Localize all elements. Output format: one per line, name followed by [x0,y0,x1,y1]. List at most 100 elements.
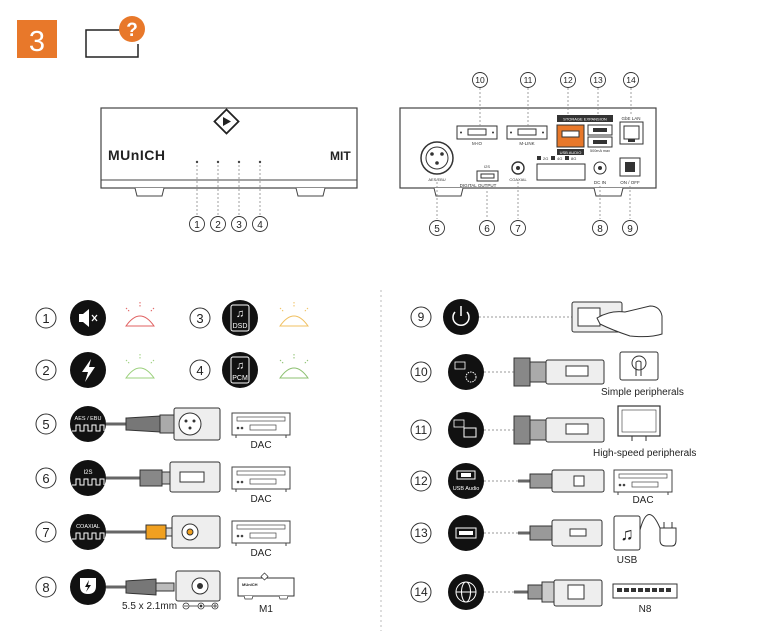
coaxial-tag: COAXIAL [76,524,100,530]
top-callout-14: 14 [626,75,636,85]
power-bolt-icon [70,352,106,388]
help-mark: ? [126,20,138,41]
high-speed-peripherals-label: High-speed peripherals [593,448,696,459]
storage-2g: 2G [543,156,548,161]
front-callout-3: 3 [236,220,242,231]
item-number-11: 11 [415,423,428,437]
item-number-1: 1 [42,311,49,326]
help-icon: ? [85,16,145,58]
led-pcm-green-icon [279,354,309,379]
svg-text:♫: ♫ [620,524,634,544]
aes-ebu-label: AES/EBU [428,177,445,182]
plug-size-label: 5.5 x 2.1mm [122,601,177,612]
item-number-6: 6 [42,471,49,486]
item-number-9: 9 [418,310,425,324]
usb-label-13: USB [617,555,638,566]
mute-icon [70,300,106,336]
on-off-label: ON / OFF [620,180,640,185]
xlr-cable-icon [106,407,221,441]
usb-port-icon [448,515,484,551]
svg-text:♫: ♫ [236,308,244,320]
top-callout-12: 12 [563,75,573,85]
dac-label-5: DAC [250,440,271,451]
led-amber-icon [279,302,309,327]
bottom-callout-9: 9 [627,224,633,235]
m1-label: M1 [259,604,273,615]
i2s-icon: I2S [70,460,106,496]
dac-label-12: DAC [632,495,653,506]
power-plug-icon [70,569,106,605]
dsd-note-icon: ♫ DSD [222,300,258,336]
device-back-view: AES/EBU M-IO M-LINK STORAGE EXPANSION US… [399,72,657,236]
step-number: 3 [29,26,45,58]
i2s-port-label: I2S [484,164,490,169]
front-callout-2: 2 [215,220,221,231]
dc-cable-icon [106,570,221,602]
power-adapter-icon [639,514,677,547]
dsd-label: DSD [233,323,248,330]
dac-label-7: DAC [250,548,271,559]
ethernet-cable-icon [514,579,603,607]
item-number-8: 8 [42,580,49,595]
top-callout-13: 13 [593,75,603,85]
gbe-lan-label: GbE LAN [621,116,640,121]
monitor-icon [617,405,661,441]
peripheral-gear-icon [448,354,484,390]
simple-peripherals-label: Simple peripherals [601,387,684,398]
power-button-icon [443,299,479,335]
device-front-view: MUnICH MIT 1 2 3 4 [100,107,358,232]
step-badge: 3 [17,20,57,58]
coaxial-port-label: COAXIAL [509,177,527,182]
item-number-12: 12 [414,474,428,488]
pcm-note-icon: ♫ PCM [222,352,258,388]
aes-ebu-icon: AES / EBU [70,406,106,442]
music-device-icon: ♫ [613,515,641,551]
bottom-callout-8: 8 [597,224,603,235]
usb-audio-tag: USB Audio [453,486,480,492]
top-callout-11: 11 [524,75,533,85]
coaxial-icon: COAXIAL [70,514,106,550]
digital-output-label: DIGITAL OUTPUT [460,183,497,188]
item-number-4: 4 [196,363,203,378]
usb-a-cable-icon [518,519,603,547]
m1-device-brand: MUnICH [242,582,258,587]
n8-label: N8 [639,604,652,615]
svg-text:♫: ♫ [236,360,244,372]
m-io-label: M-IO [472,141,482,146]
item-number-2: 2 [42,363,49,378]
bottom-callout-7: 7 [515,224,521,235]
storage-4g: 4G [557,156,562,161]
pcm-label: PCM [232,375,248,382]
db-connector-icon [513,357,605,387]
led-green-icon [125,354,155,379]
usb-b-cable-icon [518,469,605,493]
polarity-icon [182,602,219,610]
item-number-14: 14 [414,585,428,599]
bottom-callout-6: 6 [484,224,490,235]
storage-8g: 8G [571,156,576,161]
item-number-3: 3 [196,311,203,326]
front-callout-1: 1 [194,220,200,231]
current-label: 500mA max [590,149,610,153]
usb-audio-label: USB AUDIO [560,150,582,155]
m1-device-icon: MUnICH [237,572,295,600]
switch-press-icon [571,301,663,338]
n8-switch-icon [612,583,678,599]
dac-label-6: DAC [250,494,271,505]
db-connector-2-icon [513,415,605,445]
bottom-callout-5: 5 [434,224,440,235]
item-number-10: 10 [414,365,428,379]
aes-ebu-tag: AES / EBU [75,416,102,422]
globe-icon [448,574,484,610]
rca-cable-icon [106,515,221,549]
item-number-13: 13 [414,526,428,540]
i2s-tag: I2S [83,470,92,476]
peripheral-monitor-icon [448,412,484,448]
led-red-icon [125,302,155,327]
hdmi-cable-icon [106,461,221,493]
item-number-7: 7 [42,525,49,540]
front-callout-4: 4 [257,220,263,231]
dc-in-label: DC IN [594,180,606,185]
brand-logo: MUnICH [108,147,165,163]
